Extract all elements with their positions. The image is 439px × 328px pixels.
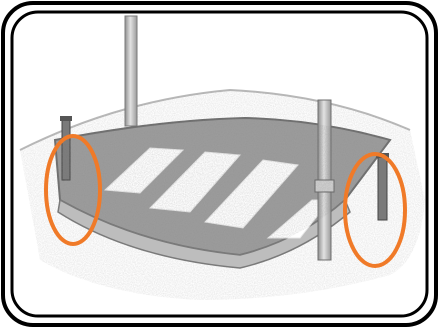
right-corner-post (377, 154, 388, 221)
left-highlight-ellipse (44, 134, 102, 246)
inner-border (10, 10, 429, 318)
ground-edge (19, 88, 411, 151)
back-pole (124, 15, 138, 127)
left-corner-post-cap (60, 116, 72, 121)
right-highlight-ellipse (343, 152, 407, 268)
